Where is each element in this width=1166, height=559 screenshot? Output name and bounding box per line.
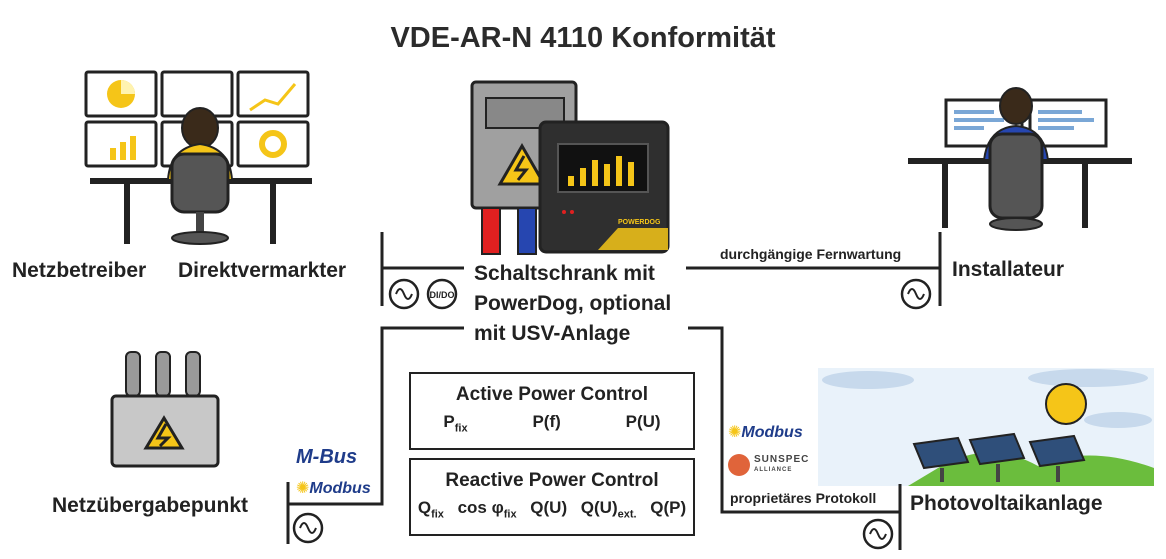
fernwartung-label: durchgängige Fernwartung bbox=[720, 246, 902, 262]
reactive-power-items: Qfix cos φfix Q(U) Q(U)ext. Q(P) bbox=[411, 498, 693, 520]
mbus-logo: M-Bus bbox=[296, 446, 358, 468]
p-f: P(f) bbox=[532, 412, 561, 431]
schaltschrank-label-line1: Schaltschrank mit bbox=[474, 262, 655, 285]
q-u-ext: Q(U)ext. bbox=[580, 498, 637, 521]
q-u: Q(U) bbox=[530, 498, 568, 517]
netzuebergabepunkt-label: Netzübergabepunkt bbox=[52, 494, 249, 517]
active-power-items: Pfix P(f) P(U) bbox=[411, 412, 693, 434]
modbus-logo-right: ✺Modbus bbox=[728, 424, 803, 441]
modbus-logo-left: ✺Modbus bbox=[296, 480, 371, 497]
p-fix: Pfix bbox=[443, 412, 468, 435]
active-power-control-box: Active Power Control Pfix P(f) P(U) bbox=[409, 372, 695, 450]
schaltschrank-label-line3: mit USV-Anlage bbox=[474, 322, 631, 345]
sunspec-logo: SUNSPEC ALLIANCE bbox=[728, 454, 809, 476]
transformer-illustration bbox=[110, 351, 220, 468]
sunspec-icon bbox=[728, 454, 750, 476]
reactive-power-control-box: Reactive Power Control Qfix cos φfix Q(U… bbox=[409, 458, 695, 536]
modbus-star-icon: ✺ bbox=[296, 480, 310, 497]
diagram-title: VDE-AR-N 4110 Konformität bbox=[390, 22, 776, 54]
photovoltaik-illustration bbox=[818, 368, 1154, 486]
p-u: P(U) bbox=[625, 412, 661, 431]
installateur-label: Installateur bbox=[952, 258, 1065, 281]
schaltschrank-label-line2: PowerDog, optional bbox=[474, 292, 672, 315]
cos-phi-fix: cos φfix bbox=[457, 498, 517, 521]
protokoll-label: proprietäres Protokoll bbox=[730, 490, 877, 506]
active-power-title: Active Power Control bbox=[455, 384, 649, 405]
schaltschrank-illustration: POWERDOG bbox=[470, 80, 670, 255]
powerdog-logo-text: POWERDOG bbox=[618, 219, 661, 226]
operator-workstation-illustration bbox=[84, 70, 312, 245]
netzbetreiber-label: Netzbetreiber bbox=[12, 259, 147, 282]
photovoltaikanlage-label: Photovoltaikanlage bbox=[910, 492, 1103, 515]
direktvermarkter-label: Direktvermarkter bbox=[178, 259, 347, 282]
didio-label: DI/DO bbox=[429, 290, 454, 300]
modbus-star-icon: ✺ bbox=[728, 424, 742, 441]
q-fix: Qfix bbox=[417, 498, 444, 521]
installateur-workstation-illustration bbox=[908, 87, 1132, 231]
q-p: Q(P) bbox=[650, 498, 687, 517]
reactive-power-title: Reactive Power Control bbox=[445, 470, 659, 491]
